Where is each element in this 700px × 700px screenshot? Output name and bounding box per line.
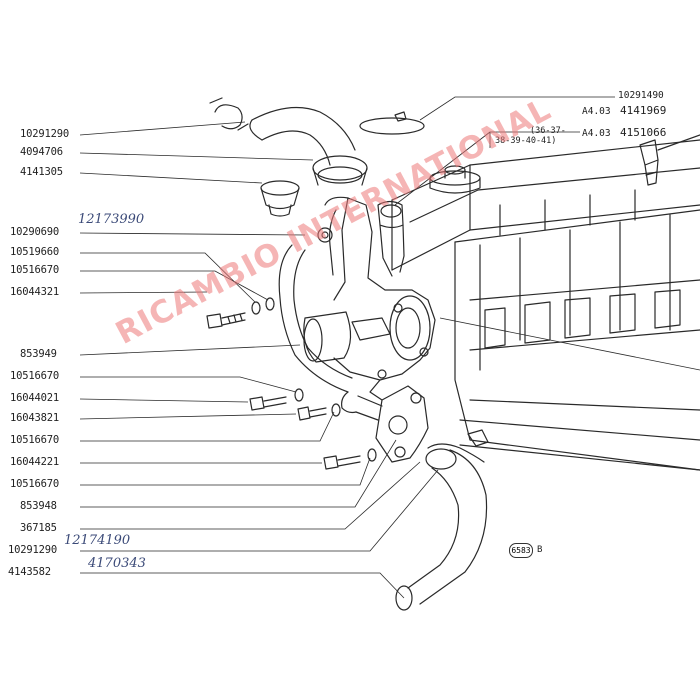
cylinder-head-block <box>391 139 700 471</box>
washer-upper-2 <box>265 297 275 311</box>
washer-mid-1 <box>294 388 304 402</box>
part-label-10290690: 10290690 <box>10 226 59 238</box>
washer-mid-2 <box>331 403 341 417</box>
figure-ref-badge: 6583 <box>509 543 533 558</box>
oil-filler-cap <box>429 165 481 194</box>
part-label-16044021: 16044021 <box>10 392 59 404</box>
part-label-10516670-a: 10516670 <box>10 264 59 276</box>
engine-note-line1: (36-37- <box>530 126 566 136</box>
part-label-10291290-b: 10291290 <box>8 544 57 556</box>
handwritten-note-12173990: 12173990 <box>78 212 145 227</box>
hose-clip-ring <box>359 111 425 135</box>
hose-clip-upper <box>209 97 249 131</box>
part-label-10516670-d: 10516670 <box>10 478 59 490</box>
bolt-lower <box>323 455 361 470</box>
ref-a1-number: 4141969 <box>620 104 667 117</box>
ref-a2-number: 4151066 <box>620 126 667 139</box>
ref-a1-prefix: A4.03 <box>582 106 611 117</box>
part-label-10516670-c: 10516670 <box>10 434 59 446</box>
engine-note-line2: 38-39-40-41) <box>495 136 557 146</box>
part-label-10519660: 10519660 <box>10 246 59 258</box>
outlet-flange <box>341 385 429 463</box>
leader-lines <box>79 96 700 599</box>
bolt-mid-2 <box>297 406 327 421</box>
bolt-upper-left <box>206 312 246 329</box>
thermostat-plug <box>260 180 300 217</box>
ref-a2-prefix: A4.03 <box>582 128 611 139</box>
bolt-mid-1 <box>249 396 287 411</box>
part-label-10291290: 10291290 <box>20 128 69 140</box>
part-label-16043821: 16043821 <box>10 412 59 424</box>
figure-ref-letter: B <box>537 545 543 555</box>
part-label-367185: 367185 <box>20 522 57 534</box>
upper-hose <box>249 106 368 186</box>
part-label-4141305: 4141305 <box>20 166 63 178</box>
part-label-853948: 853948 <box>20 500 57 512</box>
temperature-sender <box>639 134 700 186</box>
part-label-10516670-b: 10516670 <box>10 370 59 382</box>
ref-top-number: 10291490 <box>618 90 664 101</box>
bypass-hose <box>278 244 353 393</box>
part-label-4094706: 4094706 <box>20 146 63 158</box>
lower-hose <box>395 429 489 611</box>
handwritten-note-4170343: 4170343 <box>88 556 146 571</box>
handwritten-note-12174190: 12174190 <box>64 533 131 548</box>
washer-lower <box>367 448 377 462</box>
part-label-4143582: 4143582 <box>8 566 51 578</box>
water-pump-body <box>303 196 436 401</box>
part-label-16044221: 16044221 <box>10 456 59 468</box>
washer-upper-1 <box>251 301 261 315</box>
part-label-16044321: 16044321 <box>10 286 59 298</box>
part-label-853949: 853949 <box>20 348 57 360</box>
